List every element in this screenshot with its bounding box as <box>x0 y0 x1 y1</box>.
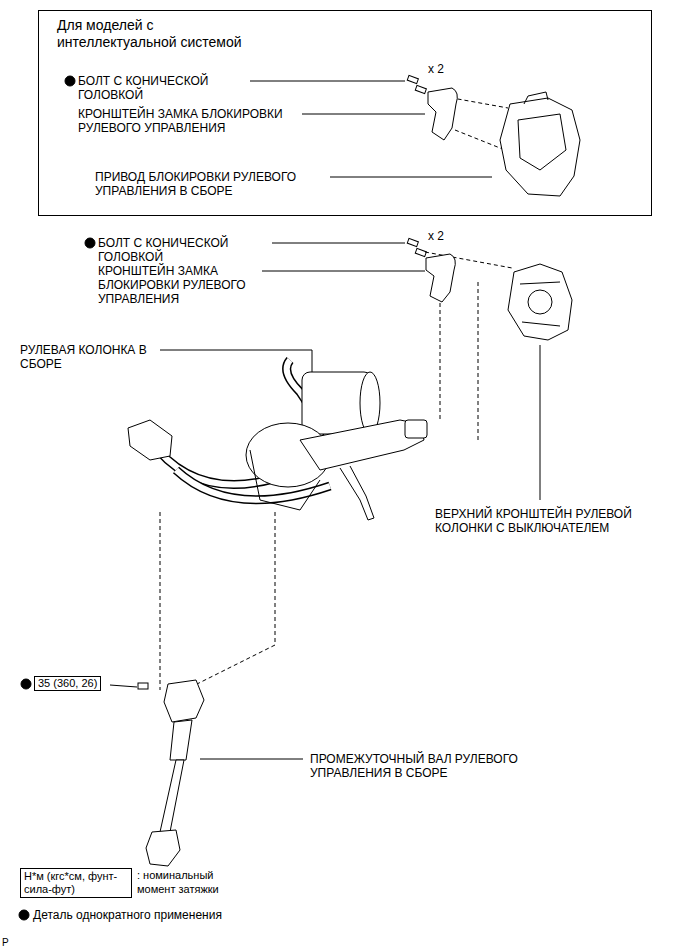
page-mark: P <box>2 936 9 950</box>
quantity: x 2 <box>428 229 444 243</box>
steering-column <box>128 360 427 520</box>
lock-parts-main <box>407 238 572 340</box>
part-name: КРОНШТЕЙН ЗАМКА БЛОКИРОВКИ РУЛЕВОГО УПРА… <box>98 264 273 306</box>
single-use-bullet <box>65 76 75 86</box>
part-name: КРОНШТЕЙН ЗАМКА БЛОКИРОВКИ РУЛЕВОГО УПРА… <box>78 107 318 135</box>
legend-box: Н*м (кгс*см, фунт-сила-фут) <box>20 868 132 898</box>
single-use-bullet <box>85 238 95 248</box>
part-name: ВЕРХНИЙ КРОНШТЕЙН РУЛЕВОЙ КОЛОНКИ С ВЫКЛ… <box>435 507 675 535</box>
single-use-bullet <box>21 679 31 689</box>
single-use-bullet <box>19 910 29 920</box>
node-text: 35 (360, 26) <box>38 677 97 690</box>
quantity: x 2 <box>428 62 444 76</box>
part-name: БОЛТ С КОНИЧЕСКОЙ ГОЛОВКОЙ <box>78 74 243 102</box>
legend-text: : номинальный момент затяжки <box>137 868 252 896</box>
lock-parts-top <box>407 75 580 196</box>
part-name: БОЛТ С КОНИЧЕСКОЙ ГОЛОВКОЙ <box>98 236 263 264</box>
note-text: Деталь однократного применения <box>33 908 222 922</box>
node-text: Н*м (кгс*см, фунт-сила-фут) <box>24 870 128 896</box>
node-text: Для моделей с интеллектуальной системой <box>57 17 262 51</box>
part-name: РУЛЕВАЯ КОЛОНКА В СБОРЕ <box>20 343 155 371</box>
part-name: ПРИВОД БЛОКИРОВКИ РУЛЕВОГО УПРАВЛЕНИЯ В … <box>95 170 330 198</box>
part-name: ПРОМЕЖУТОЧНЫЙ ВАЛ РУЛЕВОГО УПРАВЛЕНИЯ В … <box>310 752 550 780</box>
torque-box: 35 (360, 26) <box>34 676 101 691</box>
intermediate-shaft <box>138 680 204 866</box>
